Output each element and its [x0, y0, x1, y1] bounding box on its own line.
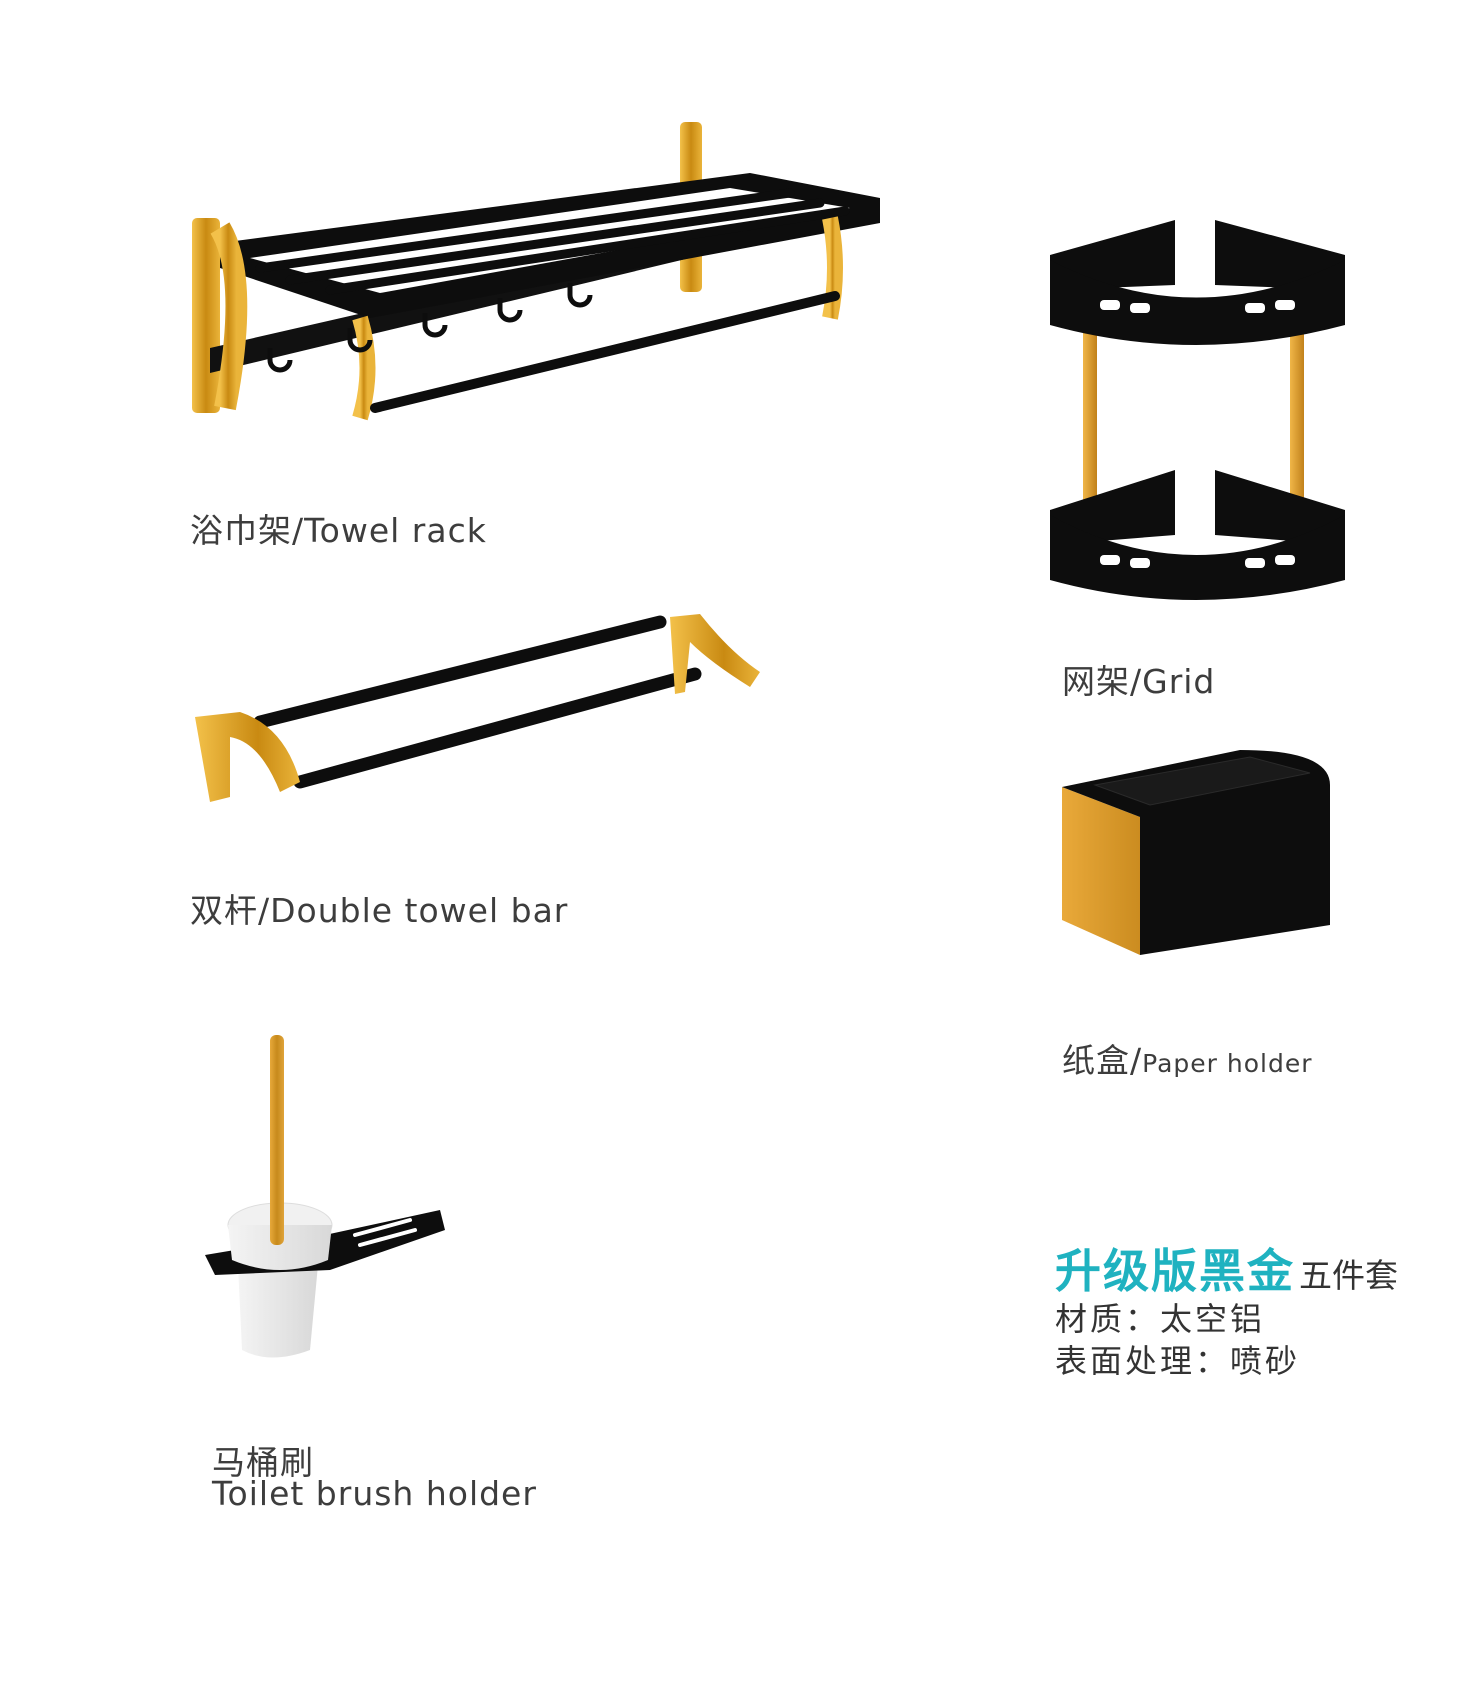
towel-rack-image	[190, 118, 880, 428]
spec-material-value: 太空铝	[1160, 1300, 1266, 1338]
spec-material-key: 材质	[1055, 1300, 1126, 1338]
spec-surface: 表面处理：喷砂	[1055, 1340, 1300, 1382]
double-towel-bar-label: 双杆/Double towel bar	[190, 891, 569, 930]
toilet-brush-holder-image	[200, 1030, 450, 1370]
paper-holder-image	[1060, 745, 1340, 960]
promo-suffix: 五件套	[1299, 1256, 1398, 1295]
toilet-brush-holder-label-en: Toilet brush holder	[212, 1474, 537, 1513]
paper-holder-label-en: Paper holder	[1142, 1049, 1313, 1078]
spec-separator: ：	[1195, 1342, 1231, 1380]
double-towel-bar-image	[190, 612, 780, 812]
towel-rack-label: 浴巾架/Towel rack	[190, 511, 487, 550]
promo-title: 升级版黑金	[1055, 1244, 1295, 1298]
spec-surface-key: 表面处理	[1055, 1342, 1196, 1380]
promo-heading: 升级版黑金五件套	[1055, 1235, 1398, 1301]
paper-holder-label: 纸盒/Paper holder	[1062, 1034, 1313, 1082]
toilet-brush-holder-label-cn: 马桶刷	[212, 1443, 314, 1482]
paper-holder-label-cn: 纸盒/	[1062, 1041, 1143, 1080]
spec-material: 材质：太空铝	[1055, 1298, 1265, 1340]
spec-surface-value: 喷砂	[1230, 1342, 1301, 1380]
spec-separator: ：	[1125, 1300, 1161, 1338]
grid-shelf-image	[1045, 215, 1355, 625]
grid-label: 网架/Grid	[1062, 662, 1216, 701]
